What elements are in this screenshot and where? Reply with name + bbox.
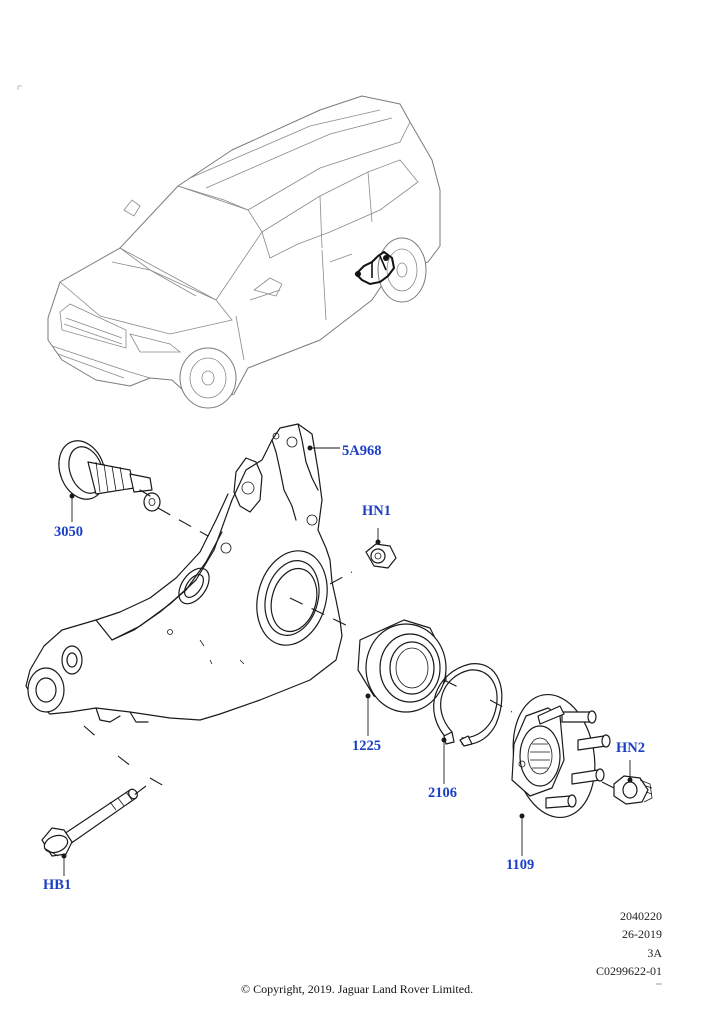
hub-part-1109 [511, 693, 611, 819]
corner-mark [17, 85, 662, 985]
callout-1225: 1225 [352, 738, 381, 754]
copyright-notice: © Copyright, 2019. Jaguar Land Rover Lim… [241, 982, 474, 996]
nut-part-HN1 [365, 543, 397, 569]
vehicle-outline-icon [47, 95, 441, 409]
leader-lines [61, 445, 633, 876]
callout-2106: 2106 [428, 785, 457, 801]
nut-part-HN2 [613, 775, 653, 805]
diagram-date: 26-2019 [622, 927, 662, 941]
diagram-revision: 3A [647, 946, 662, 960]
knuckle-part-5A968 [25, 423, 343, 723]
bolt-part-HB1 [41, 788, 138, 857]
callout-HB1: HB1 [43, 877, 72, 893]
callout-1109: 1109 [506, 857, 535, 873]
callout-3050: 3050 [54, 524, 83, 540]
rear-suspension-location-icon [354, 250, 396, 286]
assembly-axis-lines [83, 507, 615, 799]
bearing-part-1225 [357, 619, 447, 713]
diagram-code: C0299622-01 [596, 964, 662, 978]
diagram-ref-number: 2040220 [620, 909, 662, 923]
callout-5A968: 5A968 [342, 443, 382, 459]
callout-HN1: HN1 [362, 503, 391, 519]
circlip-part-2106 [433, 663, 503, 747]
callout-HN2: HN2 [616, 740, 645, 756]
driveshaft-part-3050 [58, 440, 161, 512]
